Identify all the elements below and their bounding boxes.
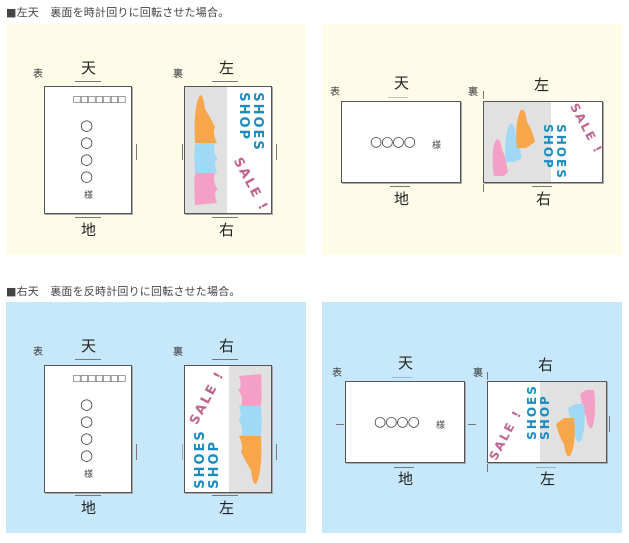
crop-mark xyxy=(483,184,484,192)
sale-box: SALE ! xyxy=(229,155,271,214)
crop-mark xyxy=(75,495,101,496)
recipient-name-placeholder: ○○○○ xyxy=(80,116,94,185)
crop-mark xyxy=(212,495,238,496)
postcard-front: □□□□□□□ ○○○○ 様 xyxy=(44,86,132,214)
crop-mark xyxy=(468,424,476,425)
bottom-label: 右 xyxy=(536,190,552,208)
front-side-label: 表 xyxy=(332,368,342,379)
postal-code-boxes: □□□□□□□ xyxy=(72,374,126,384)
brand-text: SHOES SHOP xyxy=(539,124,569,180)
bottom-label: 地 xyxy=(81,499,97,517)
top-label: 天 xyxy=(81,337,97,355)
crop-mark xyxy=(532,186,552,187)
crop-mark xyxy=(392,377,412,378)
postcard-back: SHOES SHOP SALE ! xyxy=(184,86,272,214)
back-side-label: 裏 xyxy=(468,87,478,98)
bottom-label: 左 xyxy=(540,470,556,488)
crop-mark xyxy=(75,217,101,218)
crop-mark xyxy=(483,91,484,99)
brand-text: SHOES SHOP xyxy=(189,428,227,490)
crop-mark xyxy=(388,97,408,98)
crop-mark xyxy=(182,444,183,460)
brand-text: SHOES SHOP xyxy=(231,91,269,153)
postal-code-boxes: □□□□□□□ xyxy=(72,95,126,105)
back-side-label: 裏 xyxy=(473,368,483,379)
crop-mark xyxy=(390,186,410,187)
postcard-back: SALE ! SHOES SHOP xyxy=(487,381,607,463)
top-label: 左 xyxy=(219,59,235,77)
honorific: 様 xyxy=(436,421,446,431)
recipient-name-placeholder: ○○○○ xyxy=(80,395,94,464)
panel-clockwise-portrait: 表 天 □□□□□□□ ○○○○ 様 地 裏 左 SHOES SHOP SALE… xyxy=(6,24,306,255)
sale-box: SALE ! xyxy=(567,101,603,157)
sale-text: SALE ! xyxy=(567,101,603,157)
back-side-label: 裏 xyxy=(173,69,183,80)
shoe-illustration xyxy=(484,102,551,182)
postcard-back: SHOES SHOP SALE ! xyxy=(483,101,603,183)
shoe-illustration xyxy=(185,87,227,213)
honorific: 様 xyxy=(84,191,94,201)
sale-box: SALE ! xyxy=(187,368,229,427)
panel-clockwise-landscape: 表 天 ○○○○ 様 地 裏 左 SHOES SHOP SALE ! 右 xyxy=(322,24,622,255)
crop-mark xyxy=(75,359,101,360)
top-label: 右 xyxy=(538,356,554,374)
brand-line2: SHOP xyxy=(207,439,222,489)
top-label: 天 xyxy=(398,354,414,372)
crop-mark xyxy=(609,416,610,432)
brand-line1: SHOES xyxy=(193,429,208,489)
top-label: 左 xyxy=(534,76,550,94)
crop-mark xyxy=(276,444,277,460)
bottom-label: 右 xyxy=(219,221,235,239)
shoe-illustration xyxy=(229,366,271,492)
brand-line2: SHOP xyxy=(236,92,251,142)
crop-mark xyxy=(336,424,344,425)
sale-text: SALE ! xyxy=(187,368,229,428)
front-side-label: 表 xyxy=(33,69,43,80)
crop-mark xyxy=(136,144,137,160)
brand-text: SHOES SHOP xyxy=(524,384,554,440)
crop-mark xyxy=(536,467,556,468)
crop-mark xyxy=(136,444,137,460)
brand-line2: SHOP xyxy=(538,394,552,440)
recipient-name-placeholder: ○○○○ xyxy=(374,414,420,430)
postcard-front: ○○○○ 様 xyxy=(345,381,465,463)
postcard-back: SALE ! SHOES SHOP xyxy=(184,365,272,493)
bottom-label: 地 xyxy=(394,190,410,208)
recipient-name-placeholder: ○○○○ xyxy=(370,134,416,150)
honorific: 様 xyxy=(432,141,442,151)
section-heading-counterclockwise: ■右天 裏面を反時計回りに回転させた場合。 xyxy=(6,285,241,298)
bottom-label: 地 xyxy=(81,221,97,239)
crop-mark xyxy=(394,467,414,468)
crop-mark xyxy=(182,144,183,160)
front-side-label: 表 xyxy=(33,347,43,358)
top-label: 右 xyxy=(219,337,235,355)
crop-mark xyxy=(487,372,488,380)
shoe-illustration xyxy=(540,382,606,462)
section-heading-clockwise: ■左天 裏面を時計回りに回転させた場合。 xyxy=(6,6,230,19)
bottom-label: 地 xyxy=(398,470,414,488)
brand-line1: SHOES xyxy=(250,92,265,152)
postcard-front: ○○○○ 様 xyxy=(341,101,461,183)
panel-counterclockwise-landscape: 表 天 ○○○○ 様 地 裏 右 SALE ! SHOES SHOP 左 xyxy=(322,302,622,533)
sale-box: SALE ! xyxy=(487,407,525,463)
sale-text: SALE ! xyxy=(487,407,525,463)
bottom-label: 左 xyxy=(219,499,235,517)
brand-line2: SHOP xyxy=(541,124,555,170)
postcard-front: □□□□□□□ ○○○○ 様 xyxy=(44,365,132,493)
crop-mark xyxy=(487,464,488,472)
front-side-label: 表 xyxy=(330,87,340,98)
crop-mark xyxy=(212,359,238,360)
honorific: 様 xyxy=(84,470,94,480)
panel-counterclockwise-portrait: 表 天 □□□□□□□ ○○○○ 様 地 裏 右 SALE ! SHOES SH… xyxy=(6,302,306,533)
crop-mark xyxy=(276,144,277,160)
crop-mark xyxy=(212,217,238,218)
back-side-label: 裏 xyxy=(173,347,183,358)
top-label: 天 xyxy=(394,74,410,92)
brand-line1: SHOES xyxy=(554,124,568,180)
top-label: 天 xyxy=(81,59,97,77)
sale-text: SALE ! xyxy=(229,155,271,214)
crop-mark xyxy=(75,81,101,82)
crop-mark xyxy=(212,81,238,82)
